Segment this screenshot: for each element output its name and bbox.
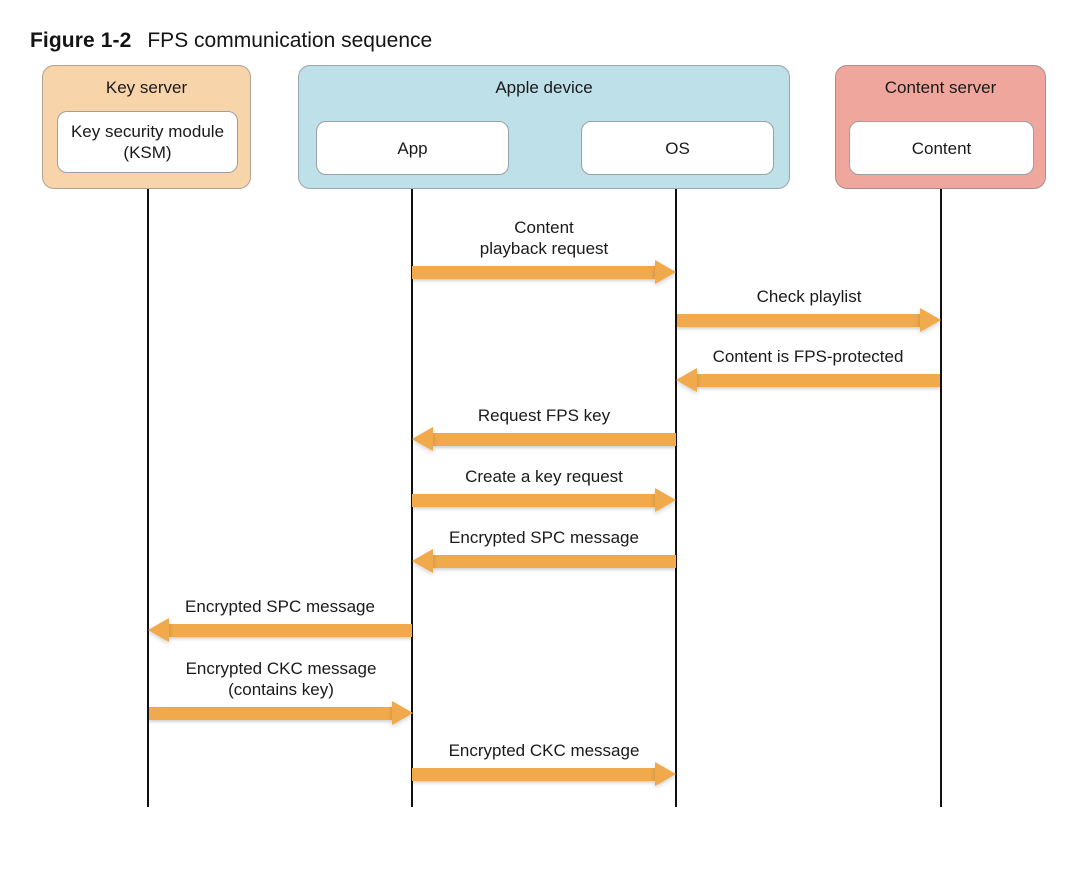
message-label: Encrypted CKC message [448,741,640,760]
message-label: Create a key request [465,467,623,486]
os-label: OS [665,138,690,158]
figure-number: Figure 1-2 [30,29,132,52]
message-label: Request FPS key [477,406,611,425]
message-arrow-bar [677,314,920,327]
arrow-head-left-icon [148,618,169,642]
message-arrow-bar [149,707,392,720]
arrow-head-left-icon [412,427,433,451]
arrow-head-right-icon [655,488,676,512]
lifeline-os [675,186,677,807]
message-label: Encrypted CKC message (contains key) [185,659,377,699]
arrow-head-right-icon [920,308,941,332]
participant-apple-device-title: Apple device [495,78,593,97]
figure-caption: Figure 1-2 FPS communication sequence [30,28,432,54]
participant-key-server-title: Key server [105,78,188,97]
message-arrow-bar [412,768,655,781]
participant-key-server[interactable]: Key server Key security module (KSM) [42,65,251,189]
participant-content-server[interactable]: Content server Content [835,65,1046,189]
lifeline-key-server [147,186,149,807]
message-label: Content playback request [479,218,609,258]
arrow-head-right-icon [655,762,676,786]
key-security-module-box[interactable]: Key security module (KSM) [57,111,238,173]
arrow-head-left-icon [412,549,433,573]
lifeline-content [940,186,942,807]
figure-title: FPS communication sequence [147,29,433,52]
arrow-head-right-icon [655,260,676,284]
arrow-head-left-icon [676,368,697,392]
message-arrow-bar [697,374,940,387]
message-arrow-bar [433,433,676,446]
message-label: Content is FPS-protected [712,347,904,366]
message-arrow-bar [412,494,655,507]
content-box[interactable]: Content [849,121,1034,175]
app-label: App [397,138,428,158]
message-label: Encrypted SPC message [449,528,639,547]
message-arrow-bar [169,624,412,637]
app-box[interactable]: App [316,121,509,175]
participant-apple-device[interactable]: Apple device App OS [298,65,790,189]
os-box[interactable]: OS [581,121,774,175]
key-security-module-label: Key security module (KSM) [70,122,225,162]
arrow-head-right-icon [392,701,413,725]
content-label: Content [911,138,972,158]
message-arrow-bar [433,555,676,568]
message-label: Encrypted SPC message [185,597,375,616]
message-arrow-bar [412,266,655,279]
participant-content-server-title: Content server [884,78,997,97]
message-label: Check playlist [756,287,862,306]
